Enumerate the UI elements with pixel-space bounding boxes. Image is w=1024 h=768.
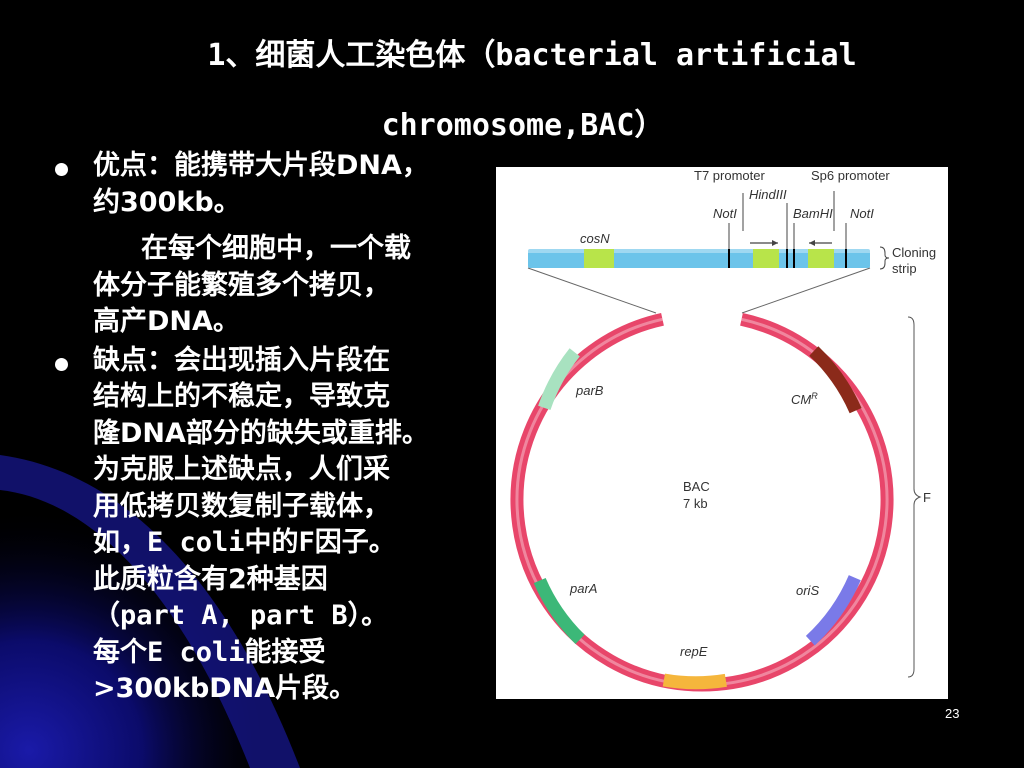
zoom-line-left [527,267,657,314]
parb-label: parB [575,383,604,398]
text-line: 优点：能携带大片段DNA， [93,150,429,181]
bamhi-label: BamHI [793,206,833,221]
disadvantages-paragraph: 缺点：会出现插入片段在 结构上的不稳定，导致克 隆DNA部分的缺失或重排。 为克… [93,343,495,708]
cmr-label-superscript: R [811,391,818,401]
bullet-dot-icon [55,357,68,371]
page-number: 23 [945,706,960,721]
text-line: （part A, part B）。 [93,600,389,631]
bullet-disadvantages: 缺点：会出现插入片段在 结构上的不稳定，导致克 隆DNA部分的缺失或重排。 为克… [55,343,495,708]
cloning-label: Cloning [892,245,936,260]
strip-highlight [528,249,870,253]
text-line: 在每个细胞中，一个载 [141,233,411,264]
bac-label: BAC [683,479,710,494]
t7-promoter-segment [753,249,779,268]
f-factor-bracket [907,316,922,678]
bullet-list: 优点：能携带大片段DNA， 约300kb。 在每个细胞中，一个载 体分子能繁殖多… [55,148,495,708]
cmr-label: CMR [791,391,818,407]
text-line: 缺点：会出现插入片段在 [93,344,390,376]
bac-vector-diagram: T7 promoter Sp6 promoter HindIII NotI Ba… [496,167,948,699]
text-line: 为克服上述缺点，人们采 [93,454,390,485]
text-line: 每个E coli能接受 [93,636,326,668]
slide-title-line2: chromosome,BAC） [381,108,665,143]
cmr-segment [809,346,862,414]
cloning-strip-bracket [879,246,890,270]
zoom-line-right [741,267,871,314]
cosn-segment [584,249,614,268]
t7-arrow-head [772,240,778,246]
copy-number-paragraph: 在每个细胞中，一个载 体分子能繁殖多个拷贝， 高产DNA。 [93,231,495,341]
cosn-label: cosN [580,231,610,246]
noti-left-label: NotI [713,206,737,221]
hindiii-label: HindIII [749,187,787,202]
text-line: 如，E coli中的F因子。 [93,527,396,558]
sp6-promoter-segment [808,249,834,268]
strip-label: strip [892,261,917,276]
sp6-promoter-label: Sp6 promoter [811,168,890,183]
text-line: 用低拷贝数复制子载体， [93,490,390,522]
oris-label: oriS [796,583,819,598]
text-line: 此质粒含有2种基因 [93,563,328,595]
bullet-advantages: 优点：能携带大片段DNA， 约300kb。 在每个细胞中，一个载 体分子能繁殖多… [55,148,495,341]
text-line: 结构上的不稳定，导致克 [93,381,390,412]
para-label: parA [569,581,597,596]
slide-title-line1: 1、细菌人工染色体（bacterial artificial [207,38,857,73]
parb-segment [538,348,580,411]
text-line: 约300kb。 [93,186,241,218]
f-factor-label: F [923,490,931,505]
advantages-paragraph: 优点：能携带大片段DNA， 约300kb。 [93,148,495,221]
noti-right-label: NotI [850,206,874,221]
bac-size-label: 7 kb [683,496,708,511]
t7-promoter-label: T7 promoter [694,168,765,183]
text-line: 高产DNA。 [93,306,240,337]
bullet-dot-icon [55,163,68,176]
repe-segment [662,673,727,690]
oris-segment [805,575,861,646]
para-segment [533,577,585,644]
text-line: 体分子能繁殖多个拷贝， [93,269,390,301]
repe-label: repE [680,644,708,659]
text-line: >300kbDNA片段。 [93,673,357,704]
sp6-arrow-head [809,240,815,246]
text-line: 隆DNA部分的缺失或重排。 [93,417,429,449]
cmr-label-main: CM [791,392,811,407]
